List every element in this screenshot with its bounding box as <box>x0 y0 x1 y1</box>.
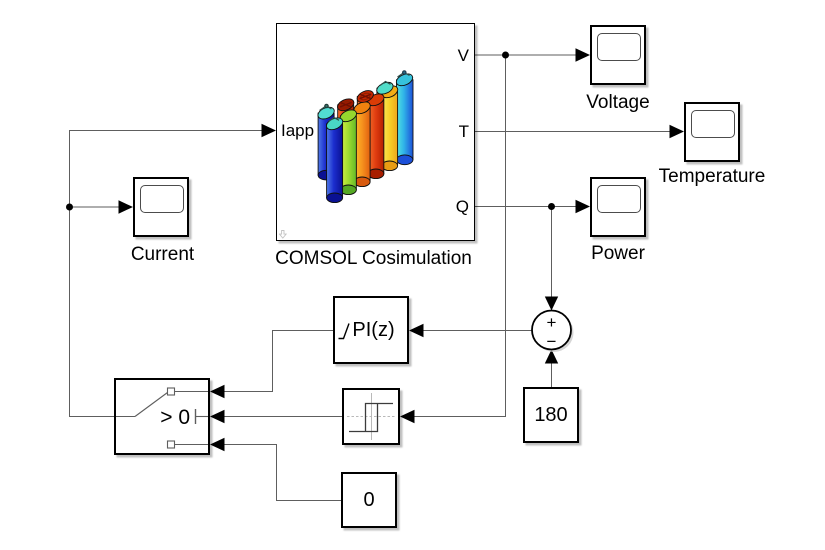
arrowhead-sum-bottom-input <box>544 349 559 364</box>
pi-controller-block[interactable]: PI(z) <box>333 296 409 364</box>
constant-180-block[interactable]: 180 <box>523 387 579 443</box>
current-scope-block[interactable] <box>133 177 189 237</box>
temperature-scope-screen <box>691 109 735 138</box>
sum-plus-sign: + <box>546 313 557 332</box>
pi-controller-label: PI(z) <box>352 318 395 341</box>
sum-minus-sign: − <box>546 331 557 351</box>
arrowhead-relay-input <box>400 409 415 424</box>
arrowhead-current-input <box>118 200 133 214</box>
relay-hysteresis-icon <box>347 393 395 440</box>
arrowhead-switch-input2 <box>210 409 225 424</box>
current-scope-label: Current <box>130 243 195 265</box>
model-reference-arrow-icon <box>278 229 287 239</box>
voltage-scope-block[interactable] <box>590 25 646 85</box>
iapp-port-label: Iapp <box>281 120 315 140</box>
arrowhead-switch-input1 <box>210 384 225 399</box>
arrowhead-iapp-input <box>261 123 276 138</box>
arrowhead-pi-input <box>409 323 424 338</box>
v-port-label: V <box>457 45 469 65</box>
t-port-label: T <box>458 121 469 141</box>
sum-block[interactable] <box>531 309 574 353</box>
wire-const0-to-switch[interactable] <box>223 443 342 502</box>
branch-dot-iapp <box>66 203 73 211</box>
arrowhead-sum-top-input <box>544 296 559 311</box>
temperature-scope-block[interactable] <box>684 101 740 162</box>
arrowhead-temperature-input <box>669 124 684 139</box>
q-port-label: Q <box>455 196 469 216</box>
switch-icon <box>116 387 208 449</box>
wire-switch-to-iapp[interactable] <box>68 129 263 418</box>
arrowhead-switch-input3 <box>210 437 225 452</box>
branch-dot-v <box>502 51 509 59</box>
discrete-ramp-icon <box>338 323 351 340</box>
comsol-cosimulation-block[interactable]: Iapp V T Q <box>276 23 475 241</box>
branch-dot-q <box>548 203 555 210</box>
constant-0-value: 0 <box>363 488 375 511</box>
arrowhead-voltage-input <box>575 48 590 62</box>
power-scope-block[interactable] <box>590 176 646 237</box>
current-scope-screen <box>140 185 184 213</box>
constant-180-value: 180 <box>534 403 568 426</box>
battery-pack-image <box>317 70 414 204</box>
constant-0-block[interactable]: 0 <box>341 472 397 528</box>
power-scope-label: Power <box>591 242 645 264</box>
voltage-scope-screen <box>597 33 641 61</box>
arrowhead-power-input <box>575 199 590 214</box>
relay-block[interactable] <box>342 388 400 445</box>
switch-block[interactable]: > 0 <box>114 378 210 455</box>
temperature-scope-label: Temperature <box>658 166 766 187</box>
comsol-block-label: COMSOL Cosimulation <box>275 247 472 269</box>
wire-v-to-relay[interactable] <box>413 55 507 418</box>
power-scope-screen <box>597 184 641 213</box>
switch-threshold-label: > 0 <box>160 406 190 429</box>
voltage-scope-label: Voltage <box>586 91 650 113</box>
wire-pi-to-switch[interactable] <box>223 329 334 393</box>
